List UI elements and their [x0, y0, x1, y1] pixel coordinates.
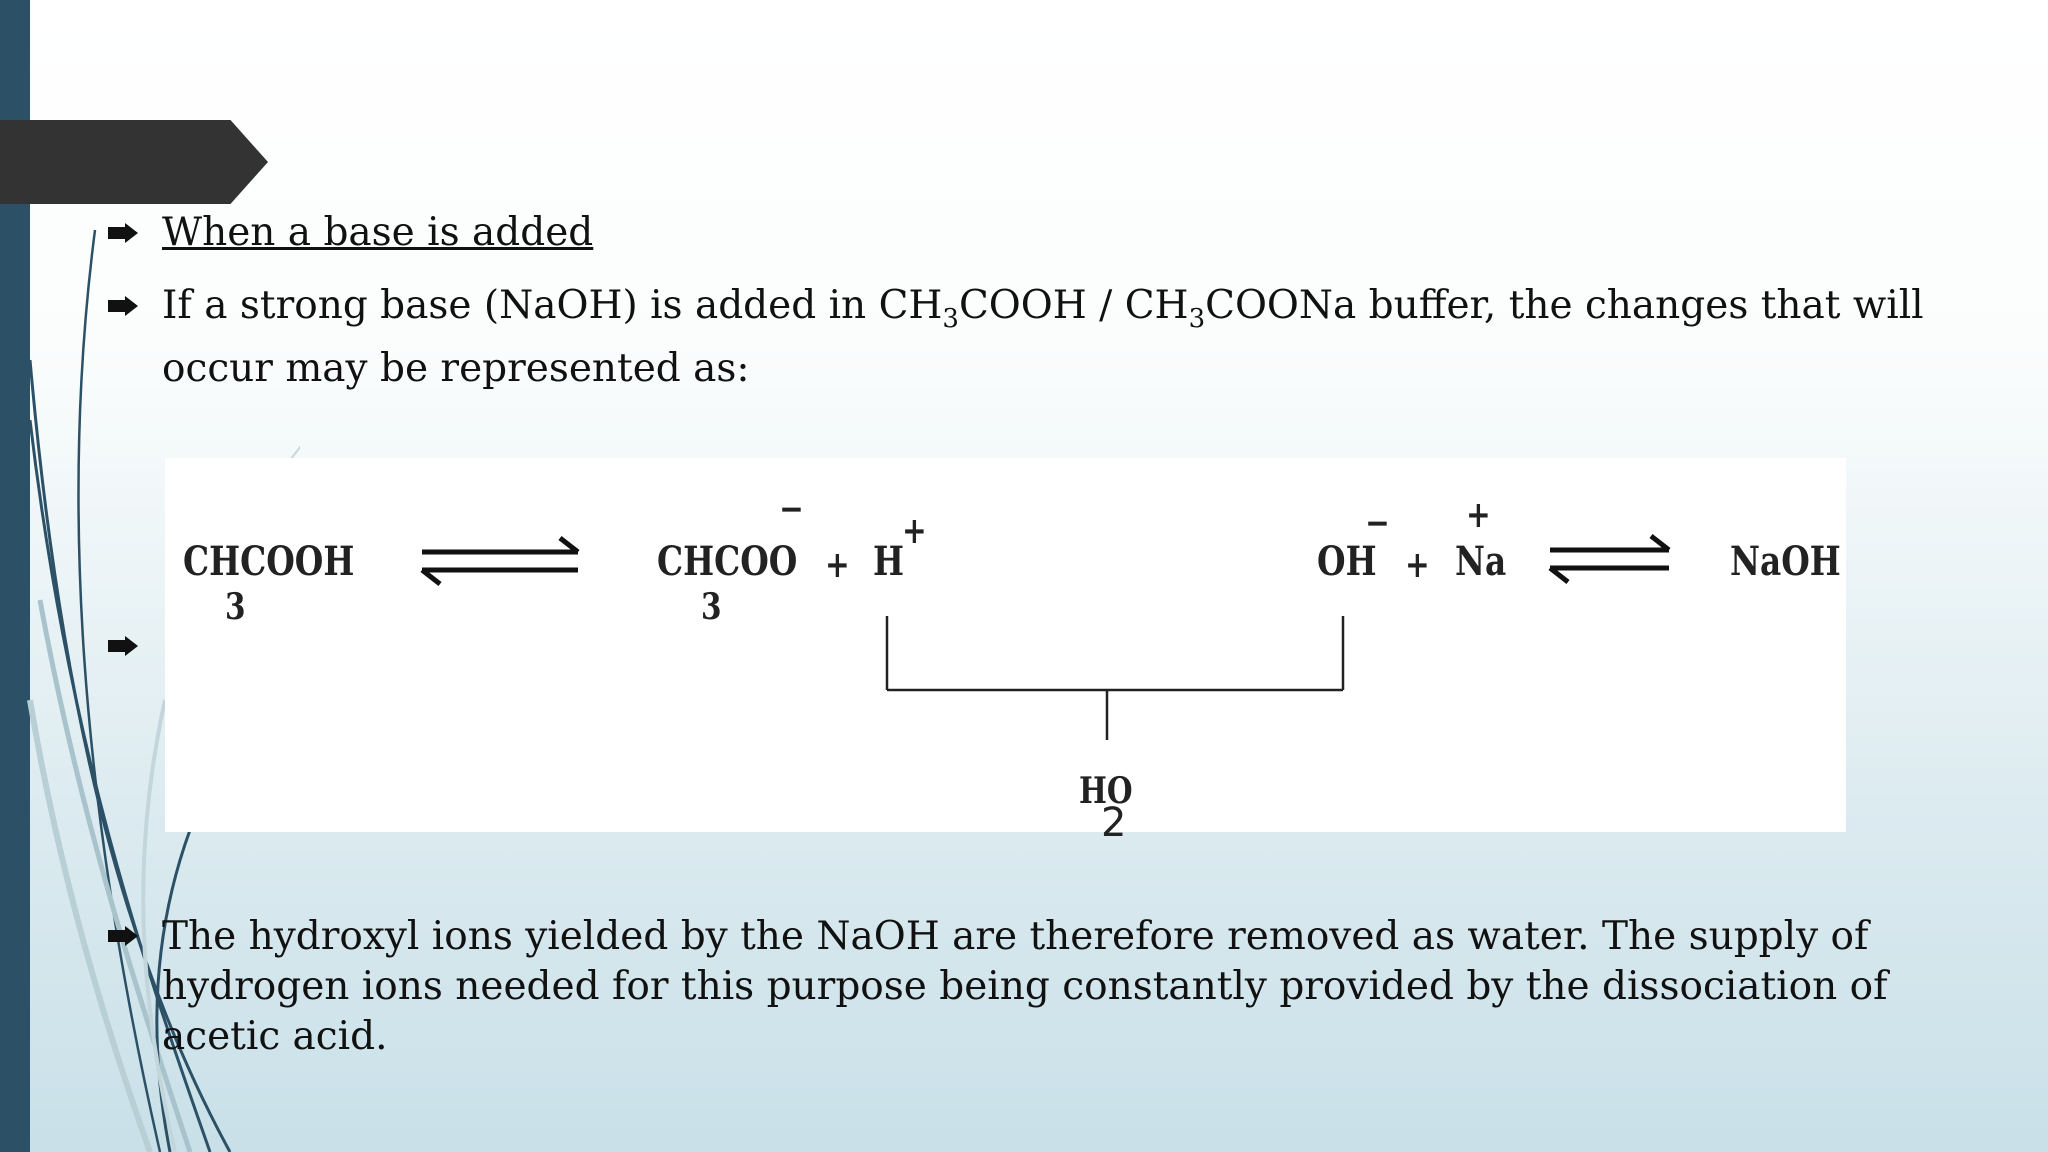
decorative-curves	[27, 229, 300, 1152]
para1-subscript-2: 3	[1188, 303, 1206, 334]
acid-subscript: 3	[225, 586, 246, 628]
arrow-bullet-icon	[108, 636, 138, 656]
para1-part-b: COOH / CH	[958, 283, 1189, 328]
title-tab	[0, 120, 268, 204]
paragraph-intro: If a strong base (NaOH) is added in CH3C…	[162, 281, 2012, 394]
arrow-bullet-icon	[108, 926, 138, 946]
paragraph-conclusion: The hydroxyl ions yielded by the NaOH ar…	[162, 914, 1888, 1059]
acid-formula: CHCOOH	[183, 538, 355, 585]
sodium-ion: Na	[1455, 538, 1507, 585]
acetate-formula: CHCOO	[657, 538, 798, 585]
equation-lines	[420, 534, 1671, 740]
equilibrium-arrow-icon	[420, 536, 580, 586]
sodium-charge: +	[1466, 494, 1491, 536]
para1-part-a: If a strong base (NaOH) is added in CH	[162, 283, 943, 328]
sodium-hydroxide: NaOH	[1730, 538, 1841, 585]
hydrogen-charge: +	[902, 510, 927, 552]
plus-sign: +	[825, 544, 850, 586]
plus-sign: +	[1405, 544, 1430, 586]
equilibrium-arrow-icon	[1548, 534, 1671, 584]
arrow-bullet-icon	[108, 223, 138, 243]
acetate-charge: −	[779, 488, 804, 530]
hydroxide-ion: OH	[1317, 538, 1377, 585]
arrow-bullet-icon	[108, 296, 138, 316]
slide-heading: When a base is added	[162, 210, 594, 255]
hydrogen-ion: H	[873, 538, 904, 585]
hydroxide-charge: −	[1365, 502, 1390, 544]
para1-subscript-1: 3	[942, 303, 959, 334]
acetate-subscript: 3	[701, 586, 722, 628]
reaction-bracket	[885, 616, 1345, 740]
water-subscript: 2	[1101, 800, 1127, 846]
equation-diagram: CHCOOH 3 − CHCOO 3 + H + − OH + + Na NaO…	[165, 458, 1846, 832]
water-formula: HO	[1079, 770, 1133, 812]
para1-part-c: COONa buffer, the changes that will occu…	[162, 283, 1924, 391]
